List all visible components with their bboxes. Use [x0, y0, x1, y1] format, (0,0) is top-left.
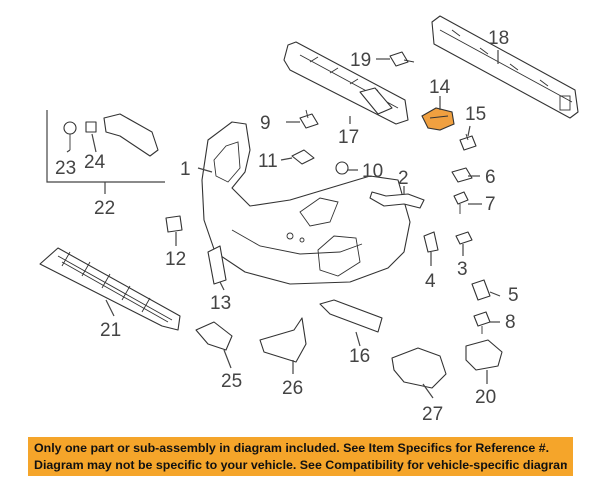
- callout-5: 5: [508, 285, 519, 306]
- part-27-sensor: [391, 347, 447, 389]
- callout-1: 1: [180, 159, 191, 180]
- part-25-bracket: [195, 321, 233, 351]
- callout-9: 9: [260, 113, 271, 134]
- callout-4: 4: [425, 271, 436, 292]
- callout-11: 11: [258, 151, 278, 172]
- part-7-bolt: [453, 191, 469, 214]
- callout-16: 16: [349, 346, 370, 367]
- callout-27: 27: [422, 404, 443, 425]
- compatibility-notice-banner: Only one part or sub-assembly in diagram…: [28, 437, 573, 476]
- part-9-bolt: [299, 109, 319, 129]
- part-17-energy-absorber: [283, 41, 409, 125]
- part-26-bracket: [259, 317, 307, 363]
- callout-21: 21: [100, 320, 121, 341]
- part-22-bracket-assembly: [46, 110, 165, 194]
- callout-7: 7: [485, 194, 496, 215]
- callouts: 1 2 3 4 5 6 7 8 9 10 11 12 13 14 15 16 1…: [55, 28, 519, 425]
- part-16-bracket: [319, 299, 383, 333]
- part-15-bolt: [459, 133, 477, 151]
- callout-25: 25: [221, 371, 242, 392]
- part-19-bolt: [389, 51, 415, 67]
- part-12-clip: [165, 215, 183, 233]
- part-10-clip: [335, 161, 349, 175]
- part-11-nut: [291, 149, 315, 165]
- notice-line-1: Only one part or sub-assembly in diagram…: [34, 441, 550, 455]
- callout-18: 18: [488, 28, 509, 49]
- callout-12: 12: [165, 249, 186, 270]
- callout-10: 10: [362, 161, 383, 182]
- callout-22: 22: [94, 198, 115, 219]
- part-5-bracket: [471, 279, 491, 301]
- part-2-strip: [369, 191, 425, 209]
- callout-23: 23: [55, 158, 76, 179]
- part-8-bolt: [473, 311, 491, 334]
- callout-2: 2: [398, 168, 409, 189]
- part-4-bracket: [423, 231, 439, 253]
- leader-lines: [66, 50, 501, 399]
- part-1-bumper-cover: [201, 121, 411, 285]
- callout-13: 13: [210, 293, 231, 314]
- callout-19: 19: [350, 50, 371, 71]
- callout-26: 26: [282, 378, 303, 399]
- callout-24: 24: [84, 152, 106, 173]
- part-6-nut: [451, 167, 473, 183]
- callout-6: 6: [485, 167, 496, 188]
- callout-17: 17: [338, 127, 359, 148]
- part-14-bracket-highlighted: [421, 107, 455, 131]
- callout-3: 3: [457, 259, 468, 280]
- part-13-strip: [207, 245, 227, 285]
- part-3-clip: [455, 231, 473, 245]
- notice-line-2: Diagram may not be specific to your vehi…: [34, 457, 567, 472]
- callout-14: 14: [429, 77, 451, 98]
- part-18-reinforcement-bar: [431, 15, 579, 119]
- part-20-sensor: [465, 339, 503, 371]
- callout-8: 8: [505, 312, 516, 333]
- part-21-grille: [39, 247, 181, 331]
- callout-20: 20: [475, 387, 496, 408]
- callout-15: 15: [465, 104, 486, 125]
